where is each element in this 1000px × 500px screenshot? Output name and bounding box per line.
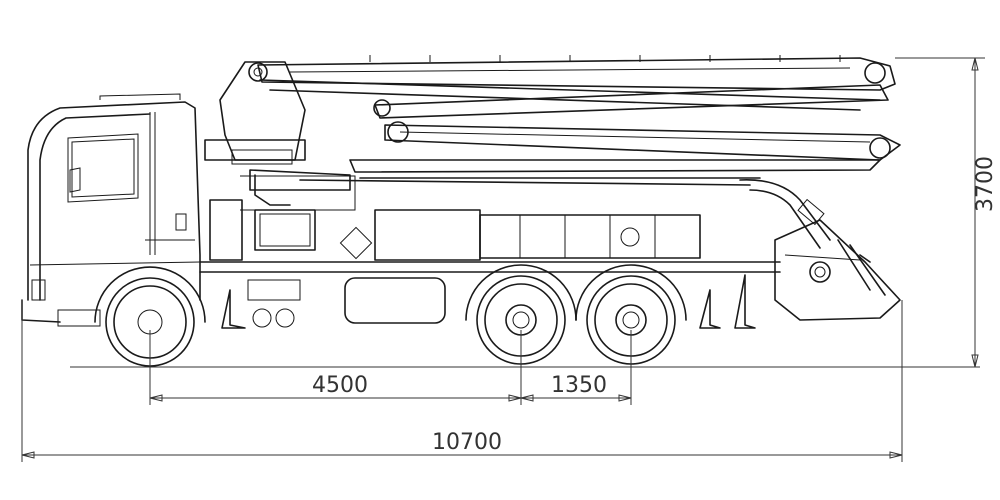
dim-label-overall-height: 3700 (973, 156, 998, 212)
dimension-lines (21, 57, 985, 462)
dim-label-wheelbase: 4500 (312, 373, 368, 398)
mirror-housing (175, 213, 187, 231)
boom-section-2 (259, 79, 889, 119)
control-box (209, 199, 243, 261)
water-tank (374, 209, 481, 261)
subframe (479, 214, 701, 259)
mid-outrigger (699, 289, 721, 329)
battery-box (247, 279, 301, 301)
boom-section-4 (299, 159, 881, 186)
fuel-tank (344, 277, 446, 324)
front-bumper (57, 309, 101, 327)
concrete-hopper (774, 198, 901, 321)
hydraulic-tank (254, 209, 316, 251)
chassis (199, 175, 781, 329)
front-outrigger (221, 289, 246, 329)
boom-section-3 (384, 121, 901, 161)
truck-cab (21, 93, 201, 327)
delivery-pipe (254, 174, 831, 249)
headlight (31, 279, 46, 301)
boom-section-1 (257, 55, 896, 91)
dim-label-axle-spacing: 1350 (551, 373, 607, 398)
cab-window (67, 133, 139, 203)
rear-outrigger (734, 274, 756, 329)
dim-label-overall-length: 10700 (432, 430, 502, 455)
